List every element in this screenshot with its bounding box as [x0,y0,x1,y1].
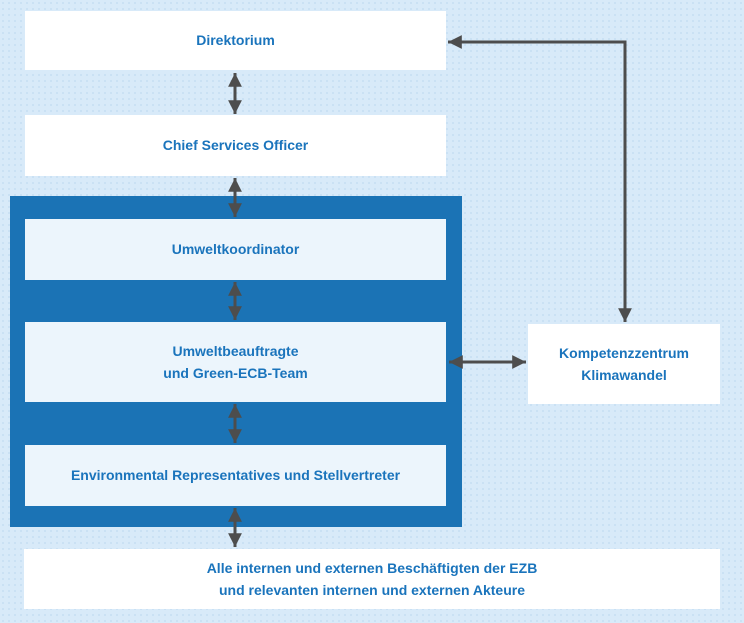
node-umweltbeauftragte-green-ecb-team: Umweltbeauftragte und Green-ECB-Team [25,322,446,402]
node-direktorium: Direktorium [25,11,446,70]
node-alle-beschaeftigten: Alle internen und externen Beschäftigten… [24,549,720,609]
node-environmental-representatives: Environmental Representatives und Stellv… [25,445,446,506]
elbow-double-arrow-direktorium-kompetenzzentrum [448,35,632,322]
node-chief-services-officer: Chief Services Officer [25,115,446,176]
node-kompetenzzentrum-klimawandel: Kompetenzzentrum Klimawandel [528,324,720,404]
node-umweltkoordinator: Umweltkoordinator [25,219,446,280]
